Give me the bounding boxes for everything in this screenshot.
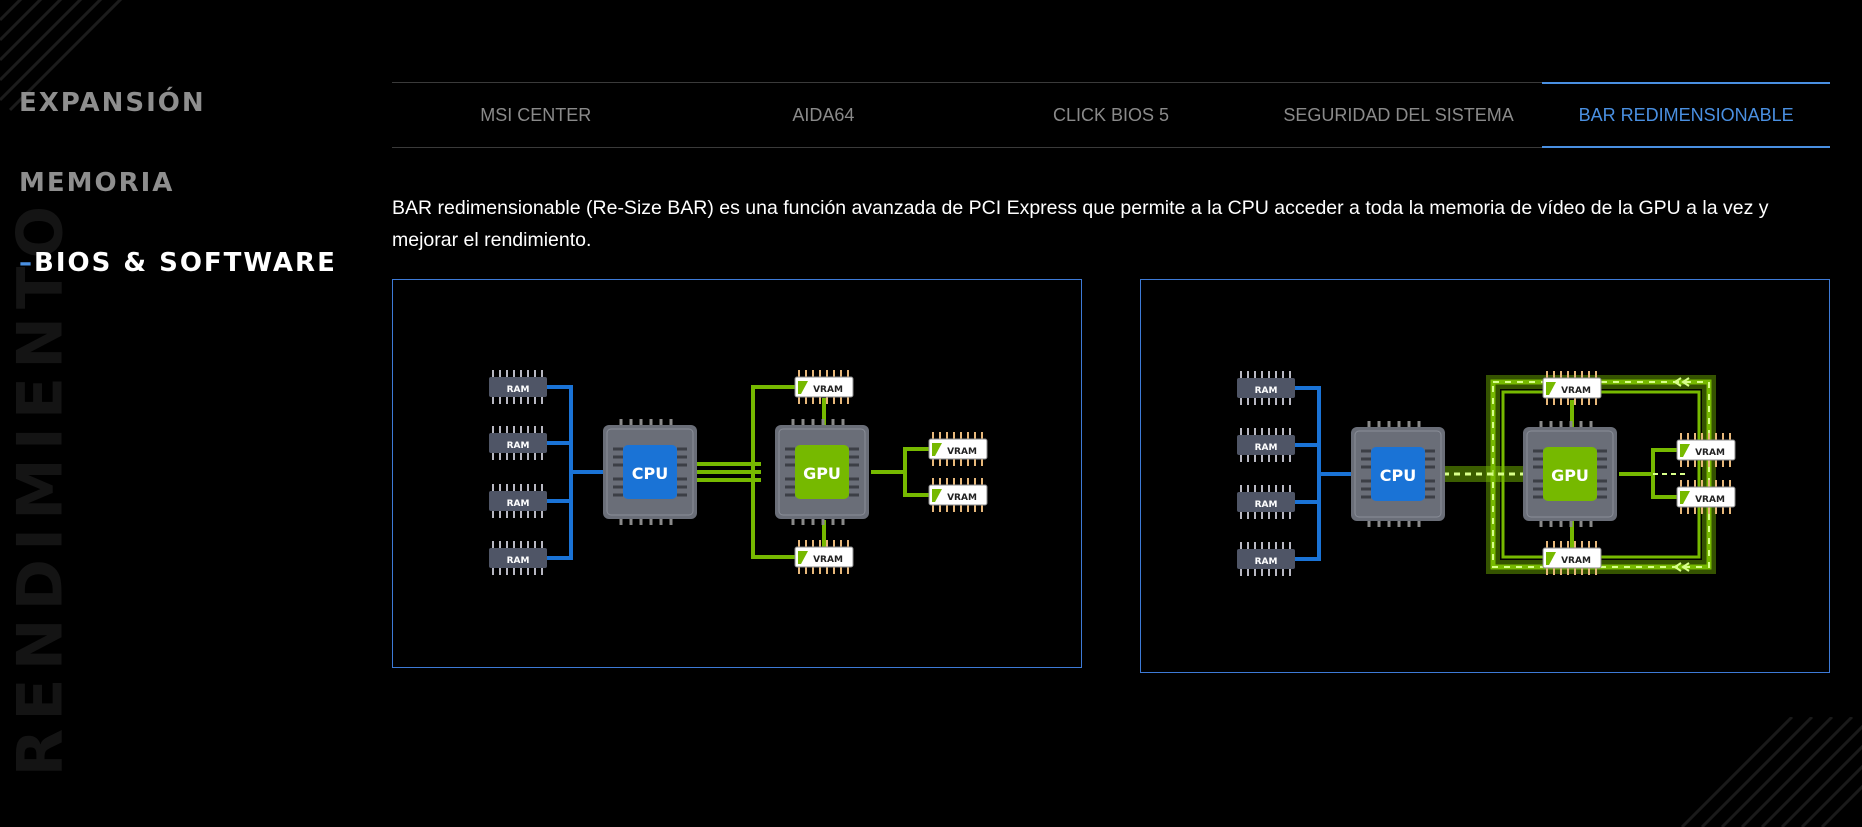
ram-label: RAM xyxy=(1255,557,1278,567)
sidebar-item-label: BIOS & SOFTWARE xyxy=(34,248,337,278)
feature-description: BAR redimensionable (Re-Size BAR) es una… xyxy=(392,196,1769,251)
sidebar-item-label: MEMORIA xyxy=(19,168,175,198)
vram-module: VRAM xyxy=(1676,432,1736,468)
ram-module: RAM xyxy=(1236,427,1296,463)
vram-module: VRAM xyxy=(1542,540,1602,576)
sidebar-item-memoria[interactable]: MEMORIA xyxy=(19,168,337,248)
vram-module: VRAM xyxy=(794,539,854,575)
tab-msi-center[interactable]: MSI CENTER xyxy=(480,104,592,125)
ram-label: RAM xyxy=(507,385,530,395)
ram-label: RAM xyxy=(507,556,530,566)
diagram-panel-with-rebar: RAM RAM RAM RAM CPU GPU VRAM VRAM VRAM V… xyxy=(1140,279,1830,673)
gpu-label: GPU xyxy=(1551,466,1589,485)
vram-label: VRAM xyxy=(1561,556,1591,566)
ram-module: RAM xyxy=(488,369,548,405)
cpu-label: CPU xyxy=(632,464,668,483)
gpu-chip: GPU xyxy=(773,417,871,527)
vram-label: VRAM xyxy=(1561,386,1591,396)
ram-label: RAM xyxy=(507,441,530,451)
ram-label: RAM xyxy=(1255,386,1278,396)
vram-label: VRAM xyxy=(813,385,843,395)
cpu-label: CPU xyxy=(1380,466,1416,485)
vram-label: VRAM xyxy=(813,555,843,565)
cpu-chip: CPU xyxy=(601,417,699,527)
ram-module: RAM xyxy=(488,483,548,519)
cpu-chip: CPU xyxy=(1349,419,1447,529)
diagram-without-rebar: RAM RAM RAM RAM CPU GPU VRAM VRAM VRAM V… xyxy=(488,369,988,576)
ram-module: RAM xyxy=(488,425,548,461)
sidebar-item-bios-software[interactable]: –BIOS & SOFTWARE xyxy=(19,248,337,328)
gpu-chip: GPU xyxy=(1521,419,1619,529)
ram-label: RAM xyxy=(507,499,530,509)
decorative-stripes-bottom-right xyxy=(1680,717,1862,827)
vram-module: VRAM xyxy=(928,477,988,513)
software-tabs: MSI CENTER AIDA64 CLICK BIOS 5 SEGURIDAD… xyxy=(392,82,1830,148)
ram-module: RAM xyxy=(1236,484,1296,520)
vram-module: VRAM xyxy=(1542,370,1602,406)
gpu-label: GPU xyxy=(803,464,841,483)
vram-label: VRAM xyxy=(947,493,977,503)
tab-aida64[interactable]: AIDA64 xyxy=(792,104,855,125)
decorative-stripes-top-left xyxy=(0,0,123,112)
diagram-panel-without-rebar: RAM RAM RAM RAM CPU GPU VRAM VRAM VRAM V… xyxy=(392,279,1082,668)
ram-module: RAM xyxy=(1236,541,1296,577)
sidebar-item-expansion[interactable]: EXPANSIÓN xyxy=(19,88,337,168)
sidebar-item-label: EXPANSIÓN xyxy=(19,88,206,118)
active-marker: – xyxy=(19,248,34,278)
vram-label: VRAM xyxy=(1695,495,1725,505)
sidebar-nav: EXPANSIÓN MEMORIA –BIOS & SOFTWARE xyxy=(19,88,337,328)
ram-module: RAM xyxy=(1236,370,1296,406)
vram-label: VRAM xyxy=(1695,448,1725,458)
ram-module: RAM xyxy=(488,540,548,576)
ram-label: RAM xyxy=(1255,500,1278,510)
vram-module: VRAM xyxy=(1676,479,1736,515)
tab-seguridad-del-sistema[interactable]: SEGURIDAD DEL SISTEMA xyxy=(1283,104,1514,125)
tab-bar-redimensionable[interactable]: BAR REDIMENSIONABLE xyxy=(1542,82,1830,148)
ram-label: RAM xyxy=(1255,443,1278,453)
tab-click-bios-5[interactable]: CLICK BIOS 5 xyxy=(1052,104,1169,125)
diagram-with-rebar: RAM RAM RAM RAM CPU GPU VRAM VRAM VRAM V… xyxy=(1236,370,1736,577)
vram-module: VRAM xyxy=(928,431,988,467)
vram-module: VRAM xyxy=(794,369,854,405)
vram-label: VRAM xyxy=(947,447,977,457)
